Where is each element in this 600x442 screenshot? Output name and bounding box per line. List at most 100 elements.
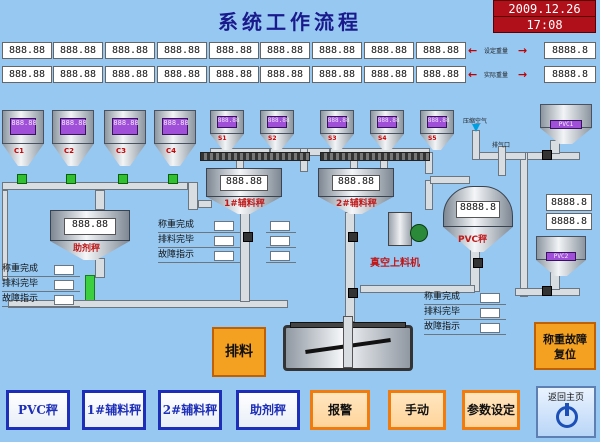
status-indicator bbox=[480, 293, 500, 303]
home-button-label: 返回主页 bbox=[547, 393, 584, 403]
mixer-shaft bbox=[343, 316, 353, 368]
setpoint-input-7[interactable]: 888.88 bbox=[312, 42, 362, 59]
aux1-scale-value: 888.88 bbox=[219, 175, 269, 191]
pvc1-label: PVC1 bbox=[550, 120, 582, 129]
hopper-level-window: 888.88 bbox=[326, 115, 349, 128]
hopper-label: S2 bbox=[268, 135, 277, 142]
pvc1-hopper: PVC1 bbox=[540, 104, 592, 144]
status-label: 排料完毕 bbox=[2, 279, 39, 289]
status-indicator bbox=[54, 295, 74, 305]
page-title: 系统工作流程 bbox=[218, 10, 362, 34]
right-arrow-icon: → bbox=[518, 68, 528, 81]
setpoint-input-8[interactable]: 888.88 bbox=[364, 42, 414, 59]
status-row bbox=[266, 248, 296, 263]
hopper-level-window: 888.88 bbox=[162, 117, 189, 135]
air-inlet-icon bbox=[472, 124, 480, 132]
aux2-scale: 888.88 bbox=[318, 168, 394, 214]
pvc-scale: 8888.8 bbox=[443, 186, 513, 252]
status-row: 排料完毕 bbox=[158, 233, 240, 248]
valve-c2-icon[interactable] bbox=[66, 174, 76, 184]
setpoint-input-1[interactable]: 888.88 bbox=[2, 42, 52, 59]
hopper-label: C1 bbox=[14, 147, 25, 155]
actual-display-8: 888.88 bbox=[364, 66, 414, 83]
actual-display-1: 888.88 bbox=[2, 66, 52, 83]
nav-button-5[interactable]: 报警 bbox=[310, 390, 370, 430]
status-row: 故障指示 bbox=[424, 320, 506, 335]
status-label: 称重完成 bbox=[424, 292, 461, 302]
status-label: 称重完成 bbox=[2, 264, 39, 274]
status-indicator bbox=[270, 236, 290, 246]
nav-button-3[interactable]: 2#辅料秤 bbox=[158, 390, 222, 430]
valve-aux2-icon[interactable] bbox=[348, 232, 358, 242]
status-row: 故障指示 bbox=[158, 248, 240, 263]
helper-scale-label: 助剂秤 bbox=[73, 244, 101, 254]
status-row: 排料完毕 bbox=[424, 305, 506, 320]
status-row: 称重完成 bbox=[424, 290, 506, 305]
status-indicator bbox=[270, 221, 290, 231]
date-display: 2009.12.26 bbox=[493, 0, 596, 17]
home-button[interactable]: 返回主页 bbox=[536, 386, 596, 438]
nav-button-2[interactable]: 1#辅料秤 bbox=[82, 390, 146, 430]
helper-scale: 888.88 bbox=[50, 210, 130, 260]
hopper-label: S3 bbox=[328, 135, 337, 142]
valve-main-icon[interactable] bbox=[348, 288, 358, 298]
setpoint-input-2[interactable]: 888.88 bbox=[53, 42, 103, 59]
actual-display-6: 888.88 bbox=[260, 66, 310, 83]
hopper-label: C4 bbox=[166, 147, 177, 155]
status-label: 排料完毕 bbox=[424, 307, 461, 317]
aux1-scale-label: 1#辅料秤 bbox=[224, 199, 265, 209]
hopper-level-window: 888.88 bbox=[10, 117, 37, 135]
hopper-level-window: 888.88 bbox=[216, 115, 239, 128]
setpoint-input-4[interactable]: 888.88 bbox=[157, 42, 207, 59]
status-row: 故障指示 bbox=[2, 292, 80, 307]
valve-pvc2-icon[interactable] bbox=[542, 286, 552, 296]
hopper-label: S1 bbox=[218, 135, 227, 142]
status-indicator bbox=[480, 308, 500, 318]
status-label: 故障指示 bbox=[2, 294, 39, 304]
aux2-scale-value: 888.88 bbox=[331, 175, 381, 191]
valve-c4-icon[interactable] bbox=[168, 174, 178, 184]
setpoint-input-6[interactable]: 888.88 bbox=[260, 42, 310, 59]
valve-aux1-icon[interactable] bbox=[243, 232, 253, 242]
status-row: 排料完毕 bbox=[2, 277, 80, 292]
nav-button-4[interactable]: 助剂秤 bbox=[236, 390, 300, 430]
status-indicator bbox=[480, 323, 500, 333]
nav-button-1[interactable]: PVC秤 bbox=[6, 390, 70, 430]
pvc-scale-value: 8888.8 bbox=[455, 200, 501, 218]
setpoint-input-5[interactable]: 888.88 bbox=[209, 42, 259, 59]
actual-weight-label: 实际重量 bbox=[484, 72, 509, 79]
actual-display-3: 888.88 bbox=[105, 66, 155, 83]
valve-c1-icon[interactable] bbox=[17, 174, 27, 184]
status-label: 故障指示 bbox=[158, 250, 195, 260]
actual-display-2: 888.88 bbox=[53, 66, 103, 83]
status-row: 称重完成 bbox=[2, 262, 80, 277]
discharge-button[interactable]: 排料 bbox=[212, 327, 266, 377]
nav-button-7[interactable]: 参数设定 bbox=[462, 390, 520, 430]
status-row: 称重完成 bbox=[158, 218, 240, 233]
time-display: 17:08 bbox=[493, 16, 596, 33]
setpoint-input-3[interactable]: 888.88 bbox=[105, 42, 155, 59]
compressed-air-label: 压缩空气 bbox=[463, 118, 488, 125]
hopper-level-window: 888.88 bbox=[266, 115, 289, 128]
aux1-scale: 888.88 bbox=[206, 168, 282, 214]
weigh-reset-button[interactable]: 称重故障 复位 bbox=[534, 322, 596, 370]
setpoint-input-9[interactable]: 888.88 bbox=[416, 42, 466, 59]
status-indicator bbox=[270, 251, 290, 261]
actual-display-5: 888.88 bbox=[209, 66, 259, 83]
right-arrow-icon: → bbox=[518, 44, 528, 57]
pvc-side-display-1: 8888.8 bbox=[546, 194, 592, 211]
hopper-label: S4 bbox=[378, 135, 387, 142]
hopper-level-window: 888.88 bbox=[426, 115, 449, 128]
status-indicator bbox=[214, 221, 234, 231]
valve-pvc1-icon[interactable] bbox=[542, 150, 552, 160]
hopper-label: C3 bbox=[116, 147, 127, 155]
nav-button-6[interactable]: 手动 bbox=[388, 390, 446, 430]
set-weight-display[interactable]: 8888.8 bbox=[544, 42, 596, 59]
actual-display-9: 888.88 bbox=[416, 66, 466, 83]
valve-pvc-icon[interactable] bbox=[473, 258, 483, 268]
pvc2-label: PVC2 bbox=[546, 252, 576, 261]
valve-c3-icon[interactable] bbox=[118, 174, 128, 184]
